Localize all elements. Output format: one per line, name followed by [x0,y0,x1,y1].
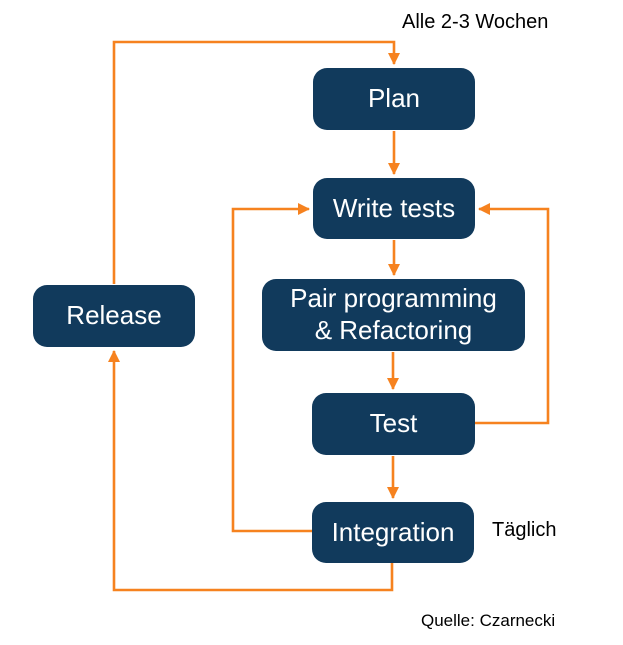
node-test: Test [312,393,475,455]
node-release: Release [33,285,195,347]
source-credit-label: Quelle: Czarnecki [421,611,556,630]
node-pair-programming-refactoring: Pair programming & Refactoring [262,279,525,351]
cycle-interval-label: Alle 2-3 Wochen [402,11,549,33]
daily-interval-label: Täglich [492,519,557,541]
node-write-tests: Write tests [313,178,475,239]
node-integration: Integration [312,502,474,563]
node-plan: Plan [313,68,475,130]
arrow-integration-to-write-tests [231,203,312,533]
